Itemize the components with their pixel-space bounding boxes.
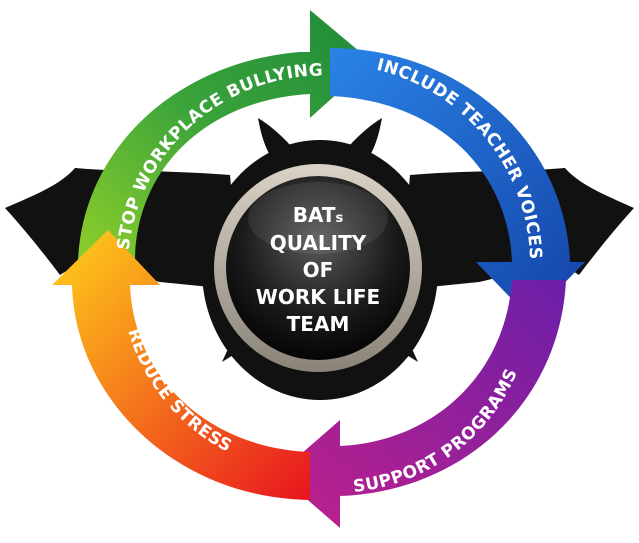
center-line-team: TEAM — [287, 312, 350, 336]
arrow-support-programs — [278, 280, 566, 528]
center-badge: BATs QUALITY OF WORK LIFE TEAM — [214, 164, 422, 372]
center-line-quality: QUALITY — [270, 231, 367, 255]
center-org: BATs — [293, 203, 344, 227]
center-line-work-life: WORK LIFE — [256, 285, 380, 309]
arrow-include-teacher-voices — [330, 48, 585, 318]
arrow-stop-workplace-bullying — [78, 10, 372, 262]
center-line-of: OF — [303, 258, 334, 282]
arrow-reduce-stress — [52, 230, 310, 500]
